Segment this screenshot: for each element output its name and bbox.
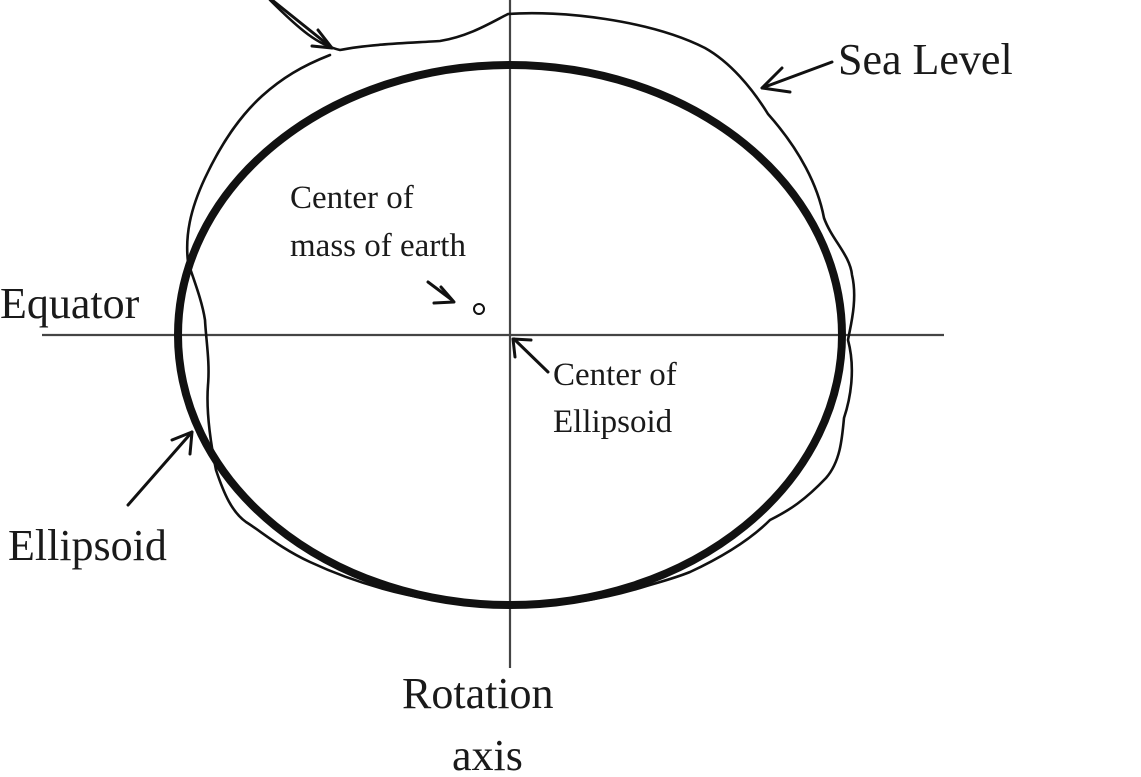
arrow-center-of-mass [426,280,456,305]
rotation-axis-label-line1: Rotation [402,669,554,718]
rotation-axis-label-line2: axis [452,731,523,777]
center-of-ellipsoid-label-line1: Center of [553,357,677,393]
center-of-mass-marker [473,303,485,315]
ellipsoid-outline [174,61,846,609]
ellipsoid-label: Ellipsoid [8,521,167,570]
center-of-mass-label-line2: mass of earth [290,228,466,264]
sea-level-curve [185,0,856,609]
equator-label: Equator [0,279,140,328]
arrow-sea-level [760,60,834,94]
sea-level-label: Sea Level [838,35,1013,84]
arrow-center-of-ellipsoid [511,337,550,374]
center-of-mass-label-line1: Center of [290,180,414,216]
arrow-ellipsoid [126,430,194,507]
arrow-to-sea-level-top [270,0,334,50]
center-of-ellipsoid-label-line2: Ellipsoid [553,404,673,440]
